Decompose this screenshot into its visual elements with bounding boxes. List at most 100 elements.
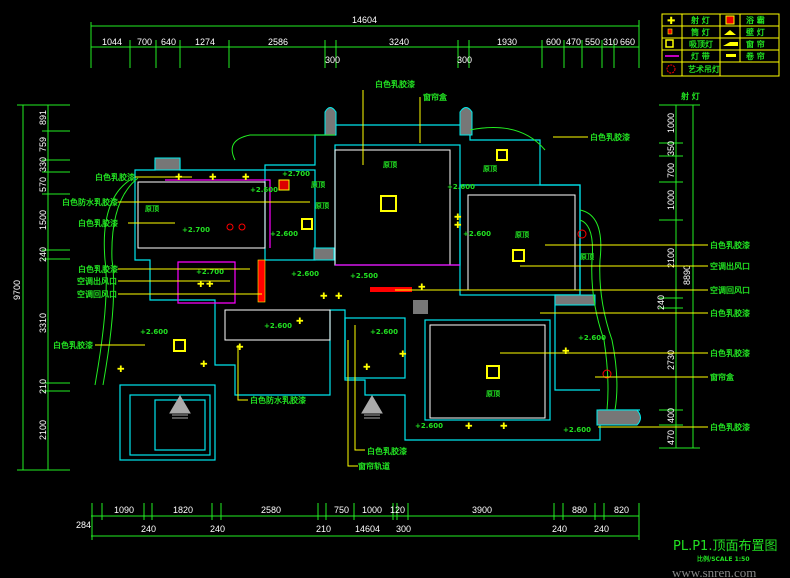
- dim-label: 600: [546, 37, 561, 47]
- dim-label: 470: [566, 37, 581, 47]
- leader-lines: [95, 90, 708, 467]
- chandelier-icon: [226, 223, 234, 231]
- dim-label: 3310: [38, 313, 48, 333]
- room-tag: 原顶: [383, 160, 397, 169]
- ceiling-lamp-icon: [486, 365, 500, 379]
- dim-label: 2580: [261, 505, 281, 515]
- right-dimensions: 射 灯 1000 350 700 1000 2100 240 2730 400 …: [656, 91, 700, 449]
- lamps: ✚✚✚ ✚✚✚✚ ✚✚✚✚ ✚✚✚✚ ✚✚✚✚: [117, 149, 612, 432]
- dim-label: 14604: [355, 524, 380, 534]
- legend-label: 壁 灯: [746, 27, 765, 37]
- legend-label: 浴 霸: [746, 15, 765, 25]
- svg-text:✚: ✚: [335, 292, 343, 302]
- spotlight-icon: ✚: [667, 16, 675, 27]
- dim-label: 700: [137, 37, 152, 47]
- elevation-tag: +2.600: [447, 183, 475, 191]
- legend-label: 艺术吊灯: [688, 64, 720, 74]
- dim-label: 550: [585, 37, 600, 47]
- material-label: 窗帘盒: [423, 92, 448, 102]
- dim-label: 2586: [268, 37, 288, 47]
- dim-label: 300: [396, 524, 411, 534]
- chandelier-icon: [666, 64, 676, 74]
- material-label: 白色防水乳胶漆: [62, 197, 118, 207]
- top-dimensions: 14604 1044 700 640 1274 2586 3240 1930 6…: [90, 15, 640, 68]
- dim-total: 9700: [12, 280, 22, 300]
- wall-lamp-icon: [724, 30, 736, 35]
- chandelier-icon: [238, 223, 246, 231]
- dim-label: 660: [620, 37, 635, 47]
- elevation-tag: +2.600: [415, 422, 443, 430]
- room-tags: 原顶 原顶 原顶 原顶 原顶 原顶 原顶 原顶 +2.700 +2.600 +2…: [140, 160, 606, 434]
- legend-label: 灯 带: [691, 51, 710, 61]
- chandelier-icon: [577, 229, 587, 239]
- material-label: 空调出风口: [77, 276, 117, 286]
- dim-label: 240: [594, 524, 609, 534]
- dim-label: 240: [210, 524, 225, 534]
- dim-label: 1000: [666, 113, 676, 133]
- dim-label: 210: [38, 379, 48, 394]
- bath-heater-icon: [725, 15, 735, 25]
- material-label: 白色乳胶漆: [367, 446, 407, 456]
- legend-label: 吸顶灯: [689, 39, 713, 49]
- svg-text:✚: ✚: [454, 213, 462, 223]
- dim-label: 750: [334, 505, 349, 515]
- elevation-tag: +2.700: [282, 170, 310, 178]
- dim-label: 759: [38, 137, 48, 152]
- ceiling-lamp-icon: [665, 39, 674, 48]
- dim-label: 470: [666, 430, 676, 445]
- dim-total: 14604: [352, 15, 377, 25]
- svg-text:✚: ✚: [242, 173, 250, 183]
- elevation-tag: +2.500: [350, 272, 378, 280]
- material-label: 白色乳胶漆: [375, 79, 415, 89]
- svg-text:✚: ✚: [117, 365, 125, 375]
- svg-text:✚: ✚: [562, 347, 570, 357]
- dim-label: 1930: [497, 37, 517, 47]
- material-label: 白色乳胶漆: [710, 422, 750, 432]
- material-label: 空调回风口: [710, 285, 750, 295]
- legend-label: 筒 灯: [691, 27, 710, 37]
- svg-text:✚: ✚: [500, 422, 508, 432]
- watermark: www.snren.com: [672, 565, 756, 578]
- svg-text:✚: ✚: [320, 292, 328, 302]
- elevation-tag: +2.600: [291, 270, 319, 278]
- dim-label: 210: [316, 524, 331, 534]
- drawing-scale: 比例/SCALE 1:50: [697, 555, 750, 563]
- floor-plan-walls: [94, 107, 641, 461]
- elevation-tag: +2.600: [140, 328, 168, 336]
- svg-text:✚: ✚: [209, 173, 217, 183]
- dim-label: 880: [572, 505, 587, 515]
- material-label: 白色乳胶漆: [78, 218, 118, 228]
- room-tag: 原顶: [315, 201, 329, 210]
- material-label: 白色乳胶漆: [78, 264, 118, 274]
- curtain-icon: [723, 42, 738, 46]
- svg-text:✚: ✚: [399, 350, 407, 360]
- dim-label: 2100: [38, 420, 48, 440]
- dim-label: 2730: [666, 350, 676, 370]
- dim-label: 240: [141, 524, 156, 534]
- downlight-icon: [667, 28, 673, 35]
- elevation-tag: +2.700: [196, 268, 224, 276]
- legend-label: 射 灯: [690, 15, 710, 25]
- elevation-tag: +2.600: [264, 322, 292, 330]
- room-tag: 原顶: [515, 230, 529, 239]
- room-tag: 原顶: [486, 389, 500, 398]
- dim-label: 300: [325, 55, 340, 65]
- material-labels: 白色乳胶漆 白色防水乳胶漆 白色乳胶漆 白色乳胶漆 空调出风口 空调回风口 白色…: [53, 79, 750, 471]
- dim-label: 700: [666, 163, 676, 178]
- svg-text:✚: ✚: [175, 173, 183, 183]
- chandelier-icon: [602, 369, 612, 379]
- ceiling-lamp-icon: [173, 339, 186, 352]
- material-label: 白色防水乳胶漆: [250, 395, 306, 405]
- svg-text:✚: ✚: [296, 317, 304, 327]
- material-label: 白色乳胶漆: [710, 308, 750, 318]
- drawing-title: PL.P1.顶面布置图: [673, 539, 777, 554]
- dim-label: 820: [614, 505, 629, 515]
- material-label: 窗帘轨道: [358, 461, 390, 471]
- ceiling-lamp-icon: [496, 149, 508, 161]
- svg-text:✚: ✚: [418, 283, 426, 293]
- dim-label: 640: [161, 37, 176, 47]
- dim-label: 3240: [389, 37, 409, 47]
- left-dimensions: 891 759 330 570 1500 240 3310 210 2100 9…: [12, 104, 70, 471]
